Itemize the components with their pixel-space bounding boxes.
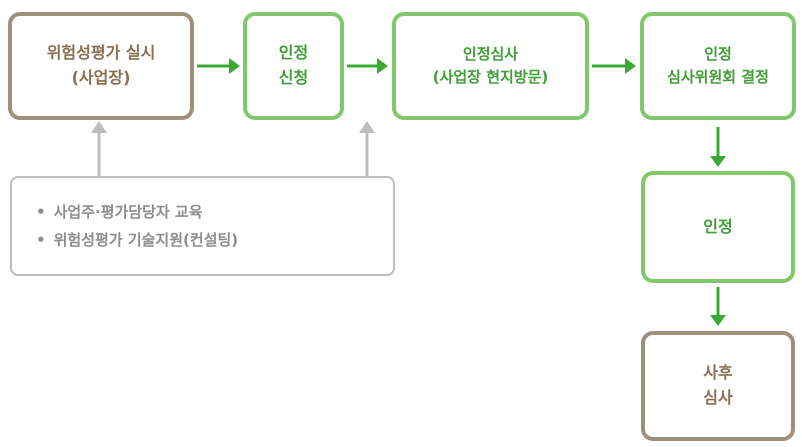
arrow-review-to-committee: [592, 58, 636, 74]
onsite-review-subtitle: (사업장 현지방문): [432, 68, 549, 86]
onsite-review-title: 인정심사: [462, 44, 519, 63]
certified-label: 인정: [703, 216, 733, 236]
risk-assessment-title: 위험성평가 실시: [46, 43, 156, 63]
arrow-support-to-apply: [359, 121, 375, 176]
arrow-risk-to-apply: [197, 58, 240, 74]
committee-line1: 인정: [704, 44, 732, 63]
arrow-committee-to-certified: [710, 127, 726, 167]
apply-line1: 인정: [278, 43, 309, 63]
post-review-line1: 사후: [703, 363, 733, 383]
arrow-support-to-risk: [91, 121, 107, 176]
certified-box: 인정: [641, 171, 795, 283]
post-review-line2: 심사: [703, 388, 733, 407]
support-item-education: 사업주·평가담당자 교육: [36, 198, 393, 227]
risk-assessment-box: 위험성평가 실시 (사업장): [8, 12, 194, 120]
risk-assessment-subtitle: (사업장): [71, 68, 131, 87]
apply-line2: 신청: [278, 68, 309, 87]
committee-line2: 심사위원회 결정: [667, 68, 769, 86]
arrow-apply-to-review: [347, 58, 388, 74]
support-box: 사업주·평가담당자 교육 위험성평가 기술지원(컨설팅): [10, 176, 395, 276]
arrow-certified-to-post-review: [710, 287, 726, 326]
support-item-consulting: 위험성평가 기술지원(컨설팅): [36, 226, 393, 255]
onsite-review-box: 인정심사 (사업장 현지방문): [392, 12, 589, 120]
committee-box: 인정 심사위원회 결정: [640, 12, 796, 120]
post-review-box: 사후 심사: [641, 331, 795, 441]
apply-box: 인정 신청: [243, 12, 344, 120]
